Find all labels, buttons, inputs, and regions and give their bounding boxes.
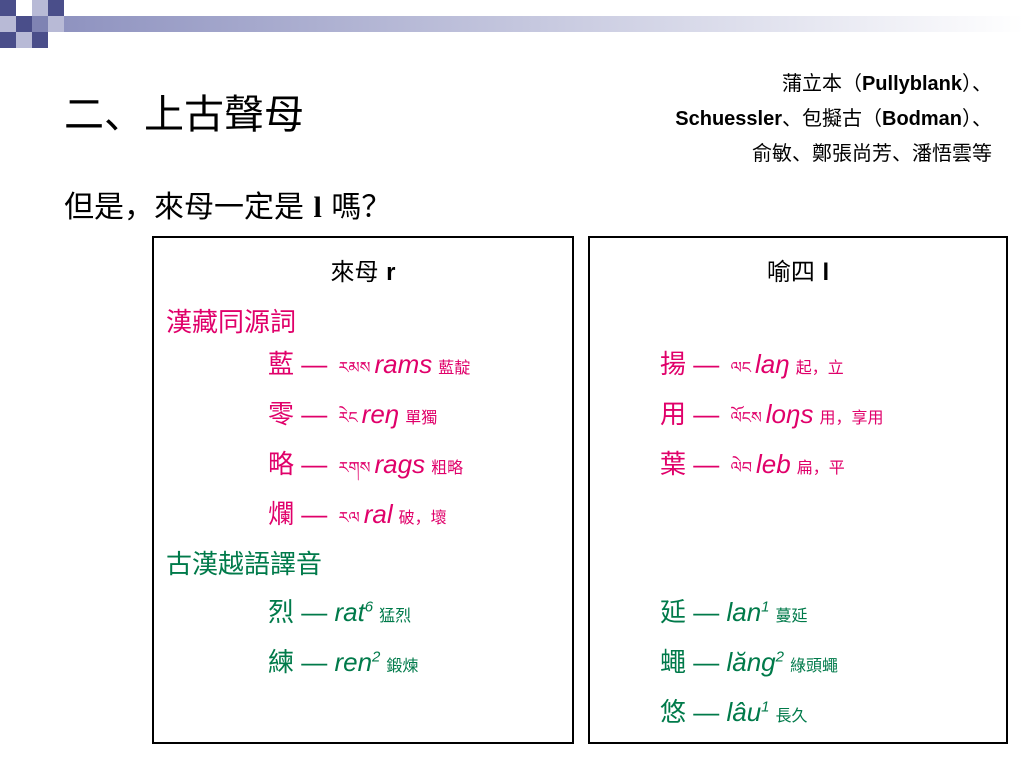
list-item: 烈 — rat6猛烈 [268,597,412,627]
section-title-sino-vietnamese: 古漢越語譯音 [166,549,323,579]
list-item: 練 — ren2鍛煉 [268,647,419,677]
section-title-sino-tibetan: 漢藏同源詞 [166,307,297,337]
list-item: 延 — lan1蔓延 [660,597,808,627]
question-text: 但是，來母一定是 l 嗎？ [64,190,392,225]
left-box-header: 來母 r [330,258,396,286]
list-item: 蠅 — lăng2綠頭蠅 [660,647,838,677]
right-box-header: 喻四 l [766,258,830,286]
page-title: 二、上古聲母 [64,92,304,138]
authors-line-1: 蒲立本（Pullyblank）、 [781,71,992,95]
authors-line-2: Schuessler、包擬古（Bodman）、 [675,106,992,130]
list-item: 悠 — lâu1長久 [660,697,808,727]
authors-note: 蒲立本（Pullyblank）、 Schuessler、包擬古（Bodman）、… [472,66,992,170]
corner-decoration [0,0,1024,48]
authors-line-3: 俞敏、鄭張尚芳、潘悟雲等 [752,141,992,165]
